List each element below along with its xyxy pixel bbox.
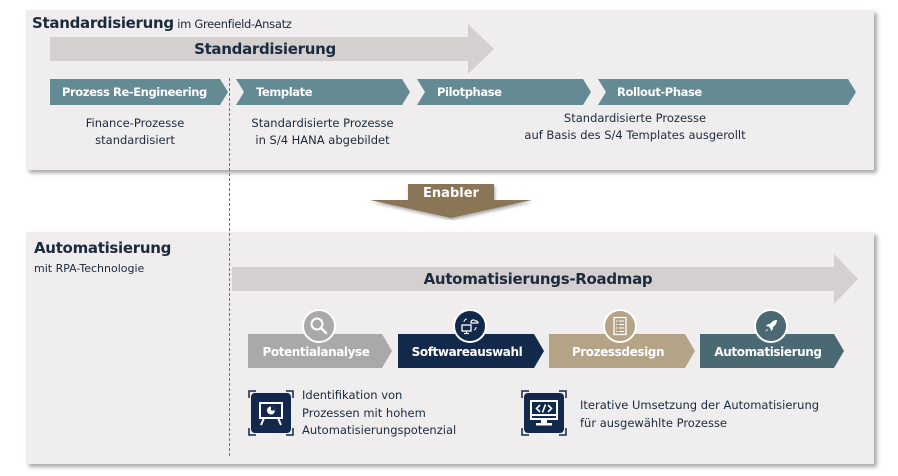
phase-rollout: Rollout-Phase	[598, 79, 856, 105]
phase-pilotphase: Pilotphase	[417, 79, 591, 105]
step-chevron-shape	[549, 334, 695, 368]
step-prozessdesign: Prozessdesign	[549, 334, 695, 368]
phase-label: Template	[256, 85, 313, 99]
description-line: auf Basis des S/4 Templates ausgerollt	[524, 128, 746, 142]
step-label: Prozessdesign	[571, 345, 665, 359]
phase-label: Rollout-Phase	[617, 85, 702, 99]
step-chevron-shape	[398, 334, 544, 368]
step-potentialanalyse: Potentialanalyse	[248, 334, 392, 368]
phase-chevron-shape	[417, 79, 591, 105]
rocket-icon	[754, 309, 788, 343]
phase-label: Pilotphase	[437, 85, 502, 99]
step-chevron-shape	[248, 334, 392, 368]
roadmap-arrow-shape	[232, 254, 858, 304]
standardisierung-title-rest: im Greenfield-Ansatz	[173, 17, 292, 31]
step-chevron-shape	[700, 334, 844, 368]
standardisierung-arrow: Standardisierung	[50, 24, 494, 74]
cloud-computer-icon	[453, 309, 487, 343]
automatisierung-title: Automatisierung	[34, 239, 172, 257]
phase-label: Prozess Re-Engineering	[62, 85, 207, 99]
step-label: Softwareauswahl	[411, 345, 523, 359]
phase-description: Standardisierte Prozesse in S/4 HANA abg…	[240, 115, 405, 149]
enabler-arrow: Enabler	[366, 184, 536, 220]
checklist-icon	[603, 309, 637, 343]
presentation-chart-icon	[248, 390, 294, 436]
standardisierung-arrow-label: Standardisierung	[194, 40, 336, 58]
automatisierung-subtitle: mit RPA-Technologie	[34, 262, 145, 275]
standardisierung-title: Standardisierung im Greenfield-Ansatz	[32, 14, 292, 32]
phase-description: Standardisierte Prozesse auf Basis des S…	[500, 110, 770, 144]
step-automatisierung: Automatisierung	[700, 334, 844, 368]
standardisierung-arrow-shape	[50, 24, 494, 74]
step-label: Automatisierung	[714, 345, 822, 359]
feature-line: Automatisierungspotenzial	[302, 423, 457, 437]
description-line: in S/4 HANA abgebildet	[255, 133, 390, 147]
feature-text-identifikation: Identifikation von Prozessen mit hohem A…	[302, 387, 456, 440]
feature-line: Iterative Umsetzung der Automatisierung	[580, 398, 820, 412]
feature-line: für ausgewählte Prozesse	[580, 415, 728, 430]
phase-divider-line	[229, 78, 230, 456]
code-monitor-icon	[521, 390, 567, 436]
feature-line: Prozessen mit hohem	[302, 405, 426, 420]
phase-chevron-shape	[50, 79, 228, 105]
roadmap-arrow-label: Automatisierungs-Roadmap	[423, 270, 653, 288]
description-line: Standardisierte Prozesse	[251, 116, 394, 130]
phase-chevron-shape	[236, 79, 410, 105]
roadmap-arrow: Automatisierungs-Roadmap	[232, 254, 858, 304]
phase-template: Template	[236, 79, 410, 105]
description-line: standardisiert	[95, 133, 175, 147]
feature-line: Identifikation von	[302, 388, 403, 402]
phase-description: Finance-Prozesse standardisiert	[60, 115, 210, 149]
phase-chevron-shape	[598, 79, 856, 105]
step-label: Potentialanalyse	[262, 345, 370, 359]
search-icon	[302, 309, 336, 343]
phase-prozess-re-engineering: Prozess Re-Engineering	[50, 79, 228, 105]
description-line: Finance-Prozesse	[85, 116, 185, 130]
enabler-arrow-shape	[370, 184, 532, 218]
feature-text-iterative-umsetzung: Iterative Umsetzung der Automatisierung …	[580, 397, 819, 432]
step-softwareauswahl: Softwareauswahl	[398, 334, 544, 368]
standardisierung-title-bold: Standardisierung	[32, 14, 174, 32]
enabler-label: Enabler	[423, 186, 479, 201]
description-line: Standardisierte Prozesse	[563, 111, 707, 125]
